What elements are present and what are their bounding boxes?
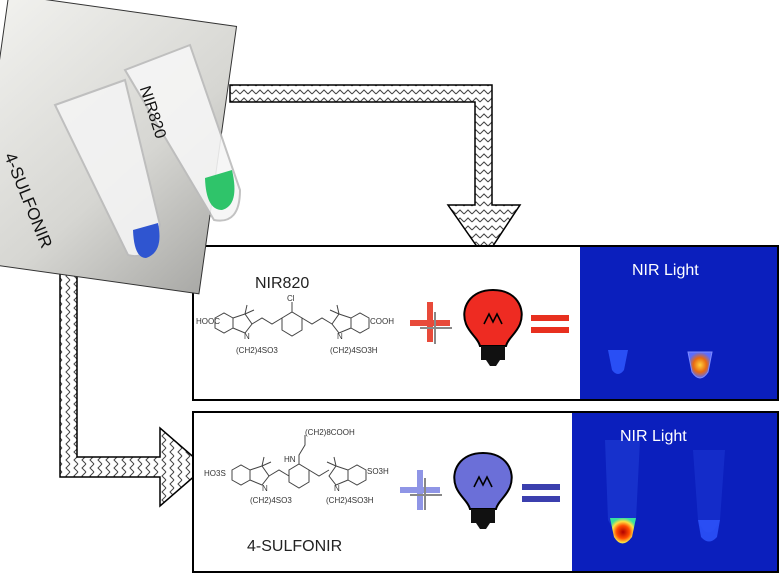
chem-chain-right-top: (CH2)4SO3H: [330, 346, 378, 355]
nir-image-top: [580, 247, 777, 399]
chem-cooh-right: COOH: [370, 317, 394, 326]
chem-n-right-bottom: N: [334, 484, 340, 493]
chem-ho3s: HO3S: [204, 469, 226, 478]
chem-cl: Cl: [287, 294, 295, 303]
nir-tube-red-bottom: [610, 518, 636, 544]
chem-n-left-top: N: [244, 332, 250, 341]
tube-photo-content: [53, 43, 242, 258]
tube-green-liquid: [205, 170, 235, 210]
structure-sulfonir: [231, 435, 367, 489]
nir-tube-outline-left: [605, 440, 640, 534]
chem-chain-left-bottom: (CH2)4SO3: [250, 496, 292, 505]
equals-icon-top: [531, 315, 569, 333]
compound-name-nir820: NIR820: [255, 275, 310, 292]
chem-hn: HN: [284, 455, 296, 464]
nir-light-label-bottom: NIR Light: [620, 428, 687, 445]
chem-hooc: HOOC: [196, 317, 220, 326]
chem-n-left-bottom: N: [262, 484, 268, 493]
plus-icon-top: [410, 302, 452, 344]
nir-tube-orange-top: [687, 351, 713, 379]
blue-bulb-icon: [453, 451, 513, 529]
chem-n-right-top: N: [337, 332, 343, 341]
red-bulb-icon: [463, 288, 523, 366]
chem-chain-top: (CH2)8COOH: [305, 428, 355, 437]
chem-chain-right-bottom: (CH2)4SO3H: [326, 496, 374, 505]
equals-icon-bottom: [522, 484, 560, 502]
nir-tube-outline-right: [693, 450, 725, 533]
chem-so3h-right: SO3H: [367, 467, 389, 476]
compound-name-4-sulfonir: 4-SULFONIR: [247, 538, 343, 555]
nir-image-bottom: [572, 413, 777, 571]
tube-blue-liquid: [133, 223, 160, 258]
nir-light-label-top: NIR Light: [632, 262, 699, 279]
nir-tube-blue-bottom: [698, 520, 720, 542]
structure-nir820: [214, 302, 370, 337]
arrow-to-nir820: [229, 84, 522, 260]
plus-icon-bottom: [400, 470, 442, 510]
nir-tube-blue-top: [608, 350, 628, 374]
chem-chain-left-top: (CH2)4SO3: [236, 346, 278, 355]
